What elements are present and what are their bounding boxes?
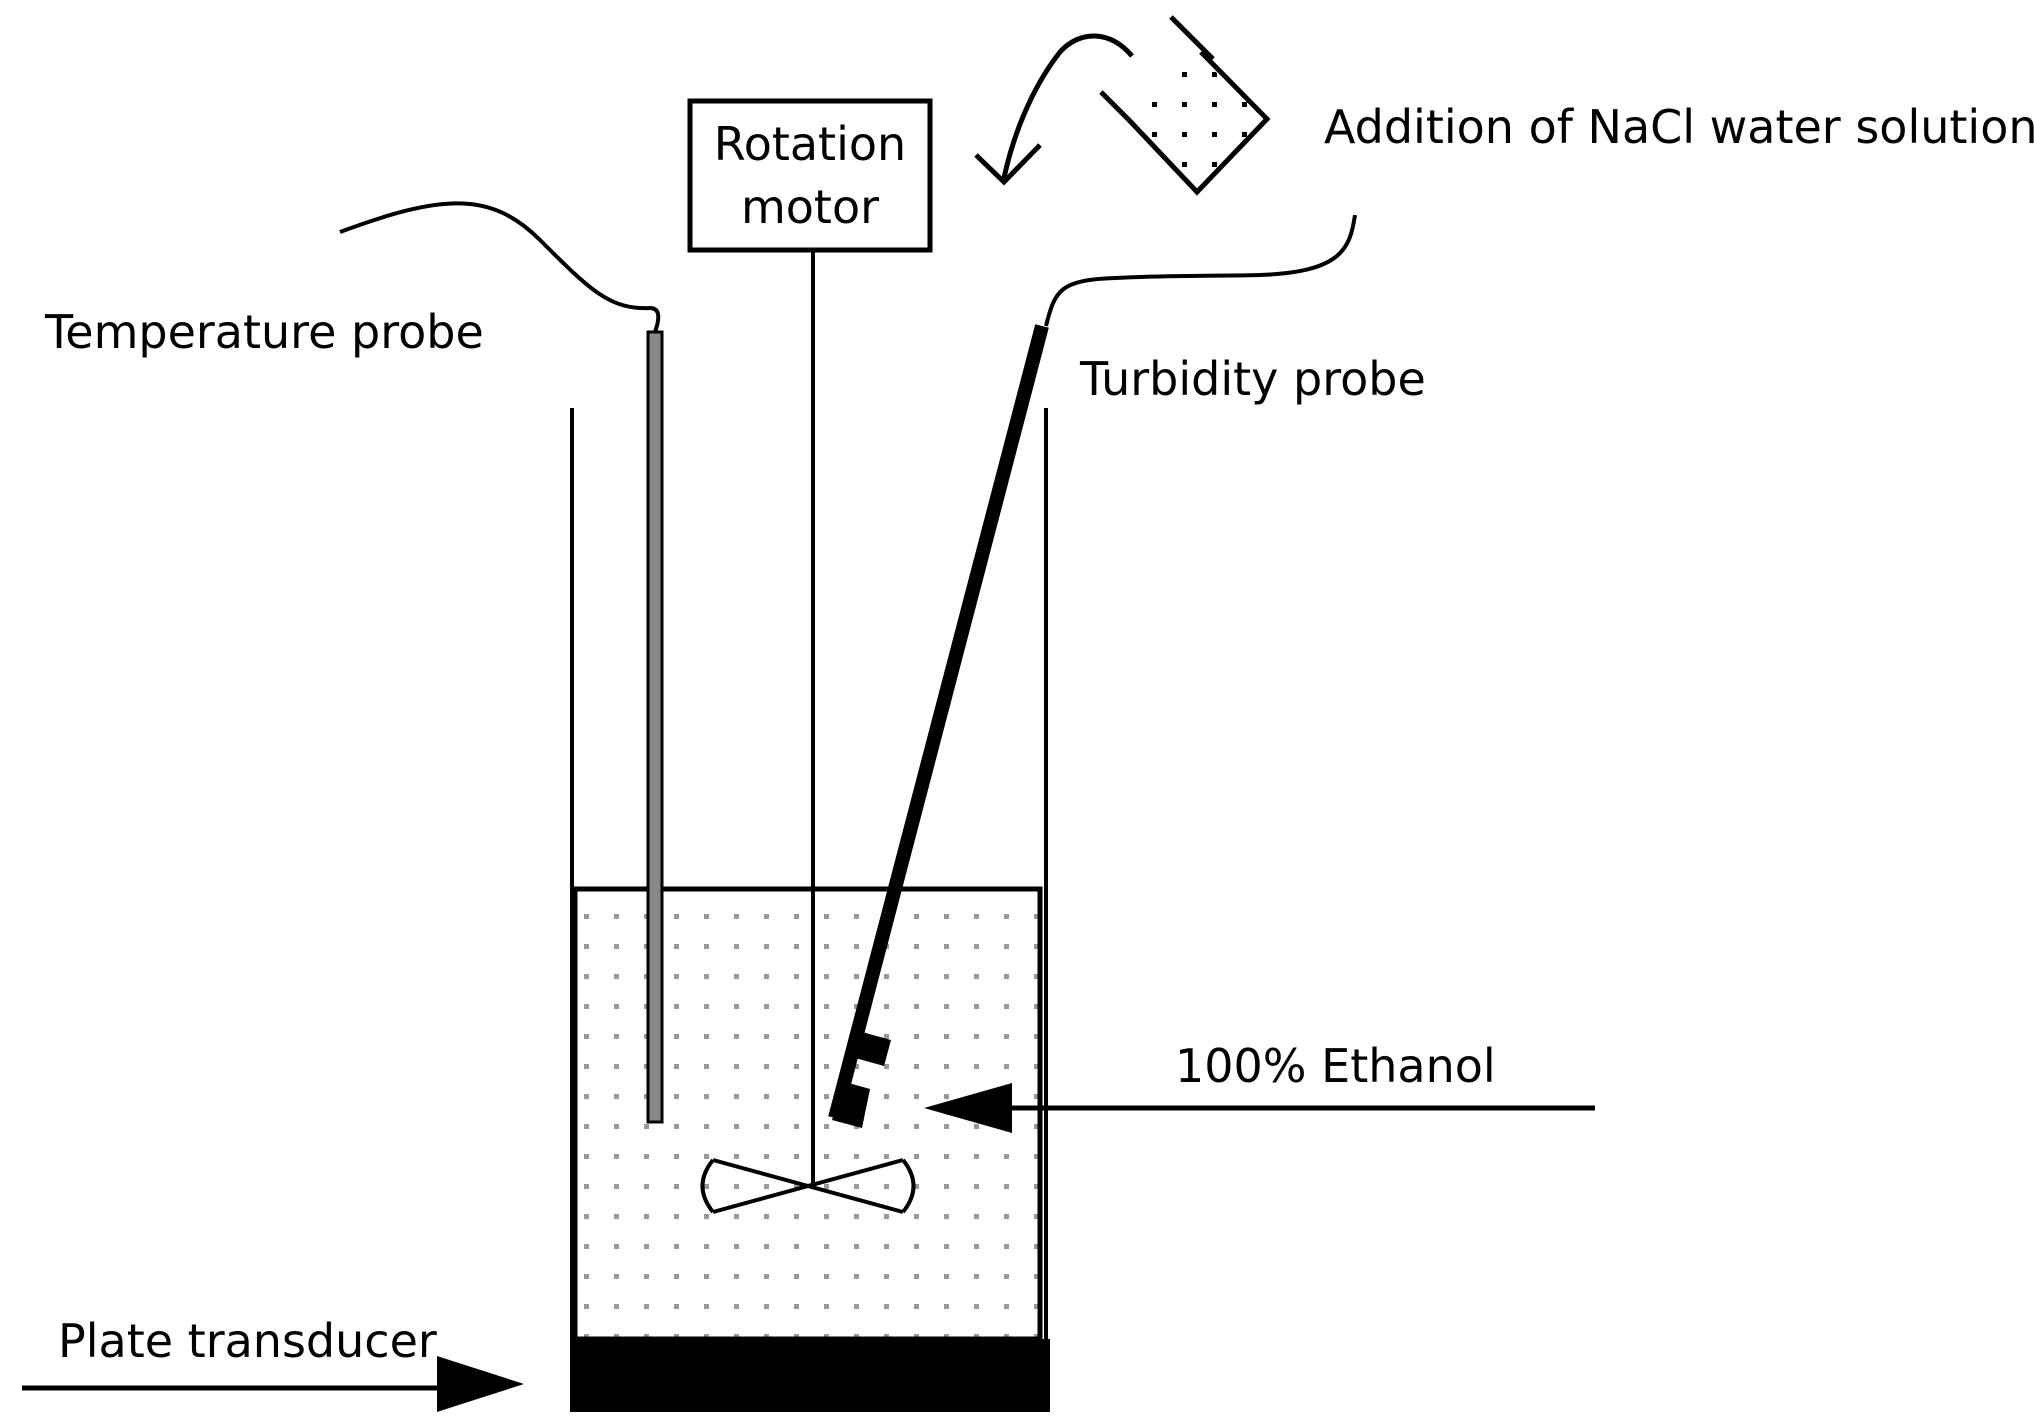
temperature-probe-rod [646,330,664,1124]
nacl-beaker [1099,15,1271,196]
turbidity-probe-label: Turbidity probe [1079,352,1426,406]
rotation-motor-label-line2: motor [741,180,879,234]
temperature-probe-label: Temperature probe [44,305,484,359]
plate-transducer-label: Plate transducer [58,1314,437,1368]
turbidity-probe-sensor-head [832,1030,891,1128]
ethanol-label: 100% Ethanol [1175,1039,1496,1093]
addition-arrow-head [974,143,1042,186]
turbidity-probe-cable [1044,214,1357,327]
rotation-motor-box [687,98,933,253]
plate-transducer-block [570,1339,1050,1412]
turbidity-probe-rod [828,324,1049,1120]
impeller [700,1158,916,1214]
addition-label: Addition of NaCl water solution [1324,100,2034,154]
temperature-probe-cable [339,201,661,333]
addition-arrow-curve [1001,33,1134,179]
ethanol-arrow-head [924,1083,1012,1133]
plate-transducer-arrow-head [437,1356,524,1412]
rotation-motor-label-line1: Rotation [714,117,906,171]
